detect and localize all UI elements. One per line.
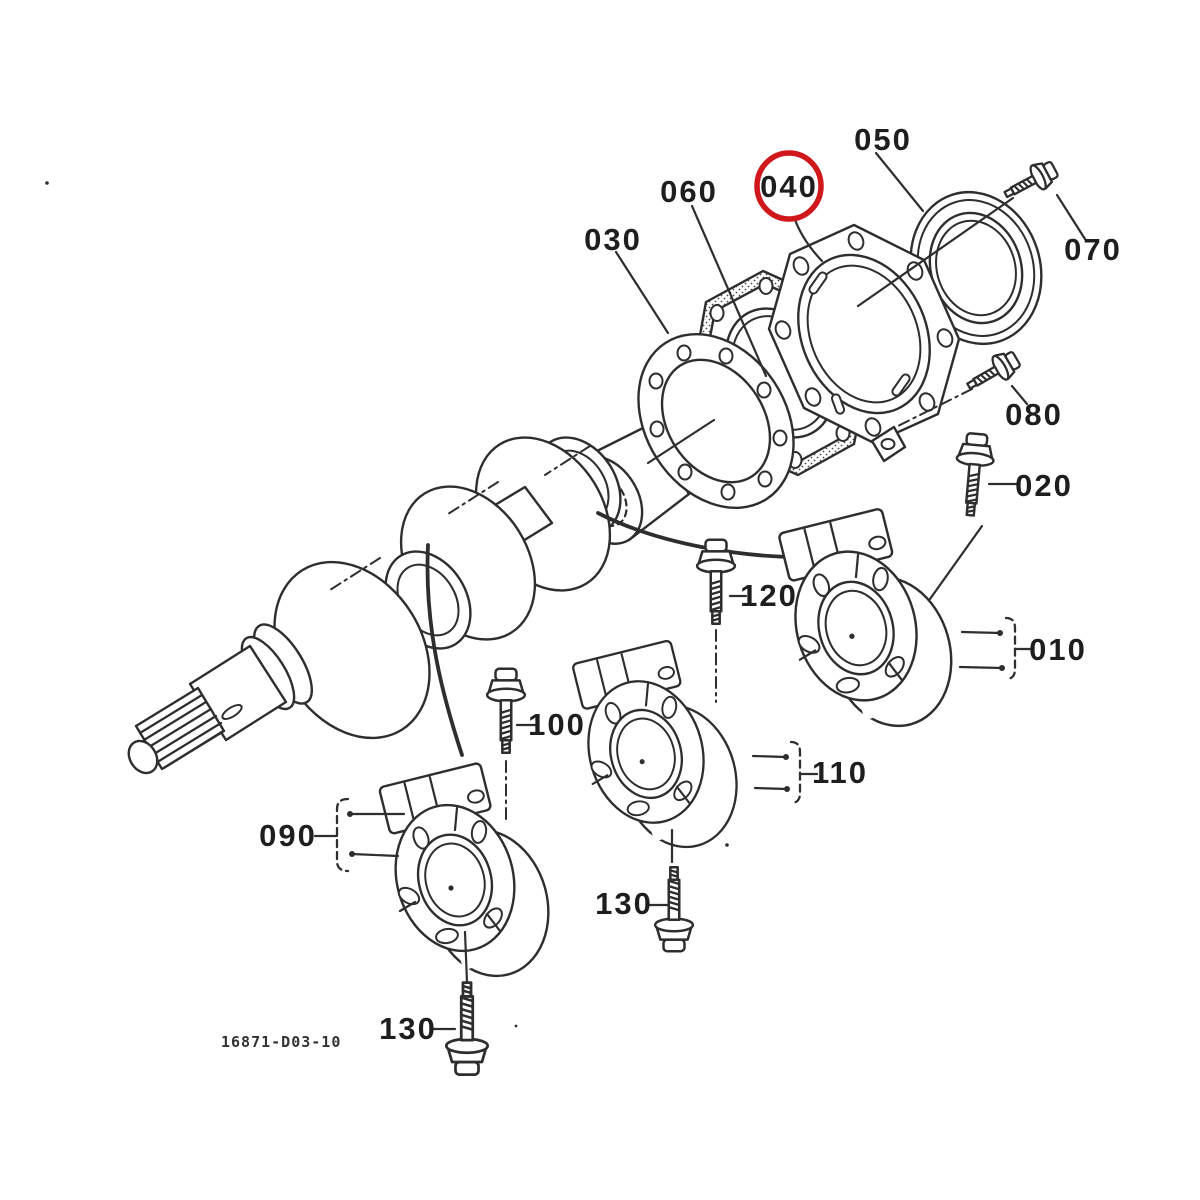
bearing-case-half-110 [570, 638, 755, 862]
part-label-110: 110 [811, 755, 869, 790]
part-label-010: 010 [1029, 632, 1087, 667]
bolt-120 [695, 538, 737, 626]
group-bracket-010 [958, 616, 1033, 681]
crankshaft-spline-tip [127, 739, 159, 775]
part-label-020: 020 [1015, 468, 1073, 503]
print-speck [514, 1024, 518, 1028]
print-speck [725, 843, 729, 847]
part-label-060: 060 [660, 174, 718, 209]
bearing-case-half-010 [777, 507, 970, 742]
part-label-070: 070 [1064, 232, 1122, 267]
bearing-case-040-bolt-holes [774, 231, 954, 437]
print-speck [45, 181, 49, 185]
bolt-070 [998, 155, 1062, 208]
gasket-030 [637, 332, 795, 510]
crankshaft [127, 424, 691, 775]
bolt-020 [950, 431, 997, 519]
reference-line [596, 511, 801, 559]
reference-curve [425, 543, 464, 757]
part-label-100: 100 [528, 707, 586, 742]
label-leader-lines [429, 151, 1087, 1031]
highlight-circle-040 [754, 150, 824, 222]
group-bracket-110 [751, 740, 819, 805]
bolt-130-middle [653, 865, 695, 953]
part-label-030: 030 [584, 222, 642, 257]
part-label-050: 050 [854, 122, 912, 157]
gasket-030-bolt-holes [648, 344, 788, 501]
part-label-120: 120 [740, 578, 798, 613]
crankshaft-phantom-lines [329, 445, 591, 591]
part-label-080: 080 [1005, 397, 1063, 432]
bearing-case-half-090 [377, 761, 567, 992]
part-label-040-highlighted: 040 [760, 169, 818, 204]
part-label-130: 130 [595, 886, 653, 921]
part-label-130: 130 [379, 1011, 437, 1046]
bearing-case-040 [767, 223, 961, 463]
assembly-axis-lines [463, 196, 1015, 984]
part-label-090: 090 [259, 818, 317, 853]
bolt-100 [485, 667, 527, 755]
group-bracket-090 [313, 797, 406, 873]
drawing-number: 16871-D03-10 [221, 1033, 342, 1051]
